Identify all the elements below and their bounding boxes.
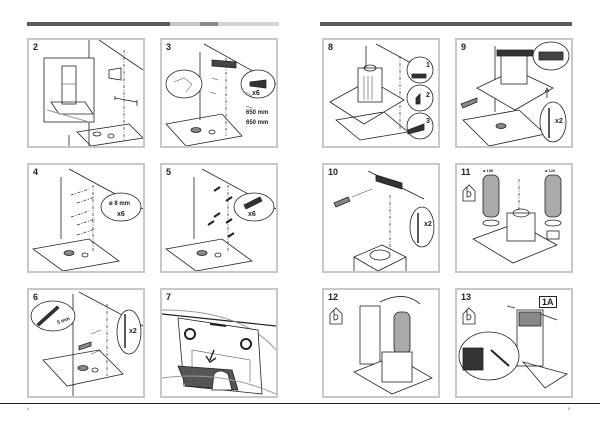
substep-3-label: 3 xyxy=(426,118,430,125)
step-number: 10 xyxy=(328,167,339,177)
footer-rule xyxy=(0,403,300,404)
page-number: 4 xyxy=(27,406,30,411)
step-panel-13: 13 1A xyxy=(455,288,573,398)
step-panel-12: 12 xyxy=(322,288,440,398)
quantity-label: x6 xyxy=(117,211,125,218)
quantity-label: x2 xyxy=(424,221,432,228)
step-panel-10: 10 x2 xyxy=(322,163,440,273)
quantity-label: x6 xyxy=(252,90,260,97)
header-bar-light-end xyxy=(218,22,279,26)
step-panel-11: 11 ø 150 ø 120 xyxy=(455,163,573,273)
substep-2-label: 2 xyxy=(426,92,430,99)
step-number: 12 xyxy=(328,292,339,302)
step-panel-2: 2 xyxy=(27,38,145,148)
header-bar-dark xyxy=(27,22,170,26)
duct-diameter-150-label: ø 150 xyxy=(483,168,494,173)
detail-reference-label: 1A xyxy=(539,296,557,308)
step-number: 13 xyxy=(461,292,472,302)
level-hood-illustration xyxy=(460,41,570,146)
duct-diameter-120-label: ø 120 xyxy=(545,168,556,173)
step-number: 7 xyxy=(166,292,172,302)
drill-diameter-label: ø 8 mm xyxy=(109,201,131,207)
step-number: 9 xyxy=(461,42,467,52)
duct-connection-illustration xyxy=(462,174,562,264)
quantity-label: x2 xyxy=(129,328,137,335)
step-panel-6: 6 5 mm x2 xyxy=(27,288,145,398)
safety-screws-illustration xyxy=(30,291,143,396)
wall-plugs-illustration xyxy=(165,168,276,271)
quantity-label: x2 xyxy=(555,118,563,125)
drill-holes-illustration xyxy=(32,168,143,271)
step-number: 3 xyxy=(166,42,172,52)
secure-chimney-illustration xyxy=(458,305,568,389)
step-number: 11 xyxy=(461,167,471,177)
left-page: 2 3 xyxy=(0,22,300,411)
fit-chimney-illustration xyxy=(329,296,433,395)
step-number: 2 xyxy=(33,42,39,52)
bracket-mounting-illustration xyxy=(165,43,276,146)
footer-rule xyxy=(300,403,600,404)
header-bar-light xyxy=(170,22,200,26)
page-number: 5 xyxy=(568,406,571,411)
substep-1-label: 1 xyxy=(426,62,430,69)
step-number: 4 xyxy=(33,167,39,177)
gas-clearance-label: 650 mm xyxy=(246,120,269,126)
step-panel-4: 4 ø 8 mm x6 xyxy=(27,163,145,273)
electric-clearance-label: 650 mm xyxy=(246,110,269,116)
right-page: 8 1 2 3 9 xyxy=(300,0,600,424)
hang-hood-illustration xyxy=(329,43,434,141)
step-number: 5 xyxy=(166,167,172,177)
step-panel-7: 7 xyxy=(160,288,278,398)
header-bar-dark xyxy=(320,22,572,26)
chimney-bracket-illustration xyxy=(333,170,435,271)
ducted-house-icon xyxy=(462,184,476,202)
ducted-house-icon xyxy=(462,307,476,325)
hood-overview-illustration xyxy=(43,40,143,146)
step-number: 8 xyxy=(328,42,334,52)
step-panel-9: 9 x2 xyxy=(455,38,573,148)
step-panel-8: 8 1 2 3 xyxy=(322,38,440,148)
header-bar-mid xyxy=(200,22,218,26)
quantity-label: x6 xyxy=(248,211,256,218)
step-panel-3: 3 x6 650 mm 650 mm xyxy=(160,38,278,148)
step-number: 6 xyxy=(33,292,39,302)
remove-grease-filter-illustration xyxy=(162,309,276,395)
step-panel-5: 5 x6 xyxy=(160,163,278,273)
ducted-house-icon xyxy=(329,307,343,325)
